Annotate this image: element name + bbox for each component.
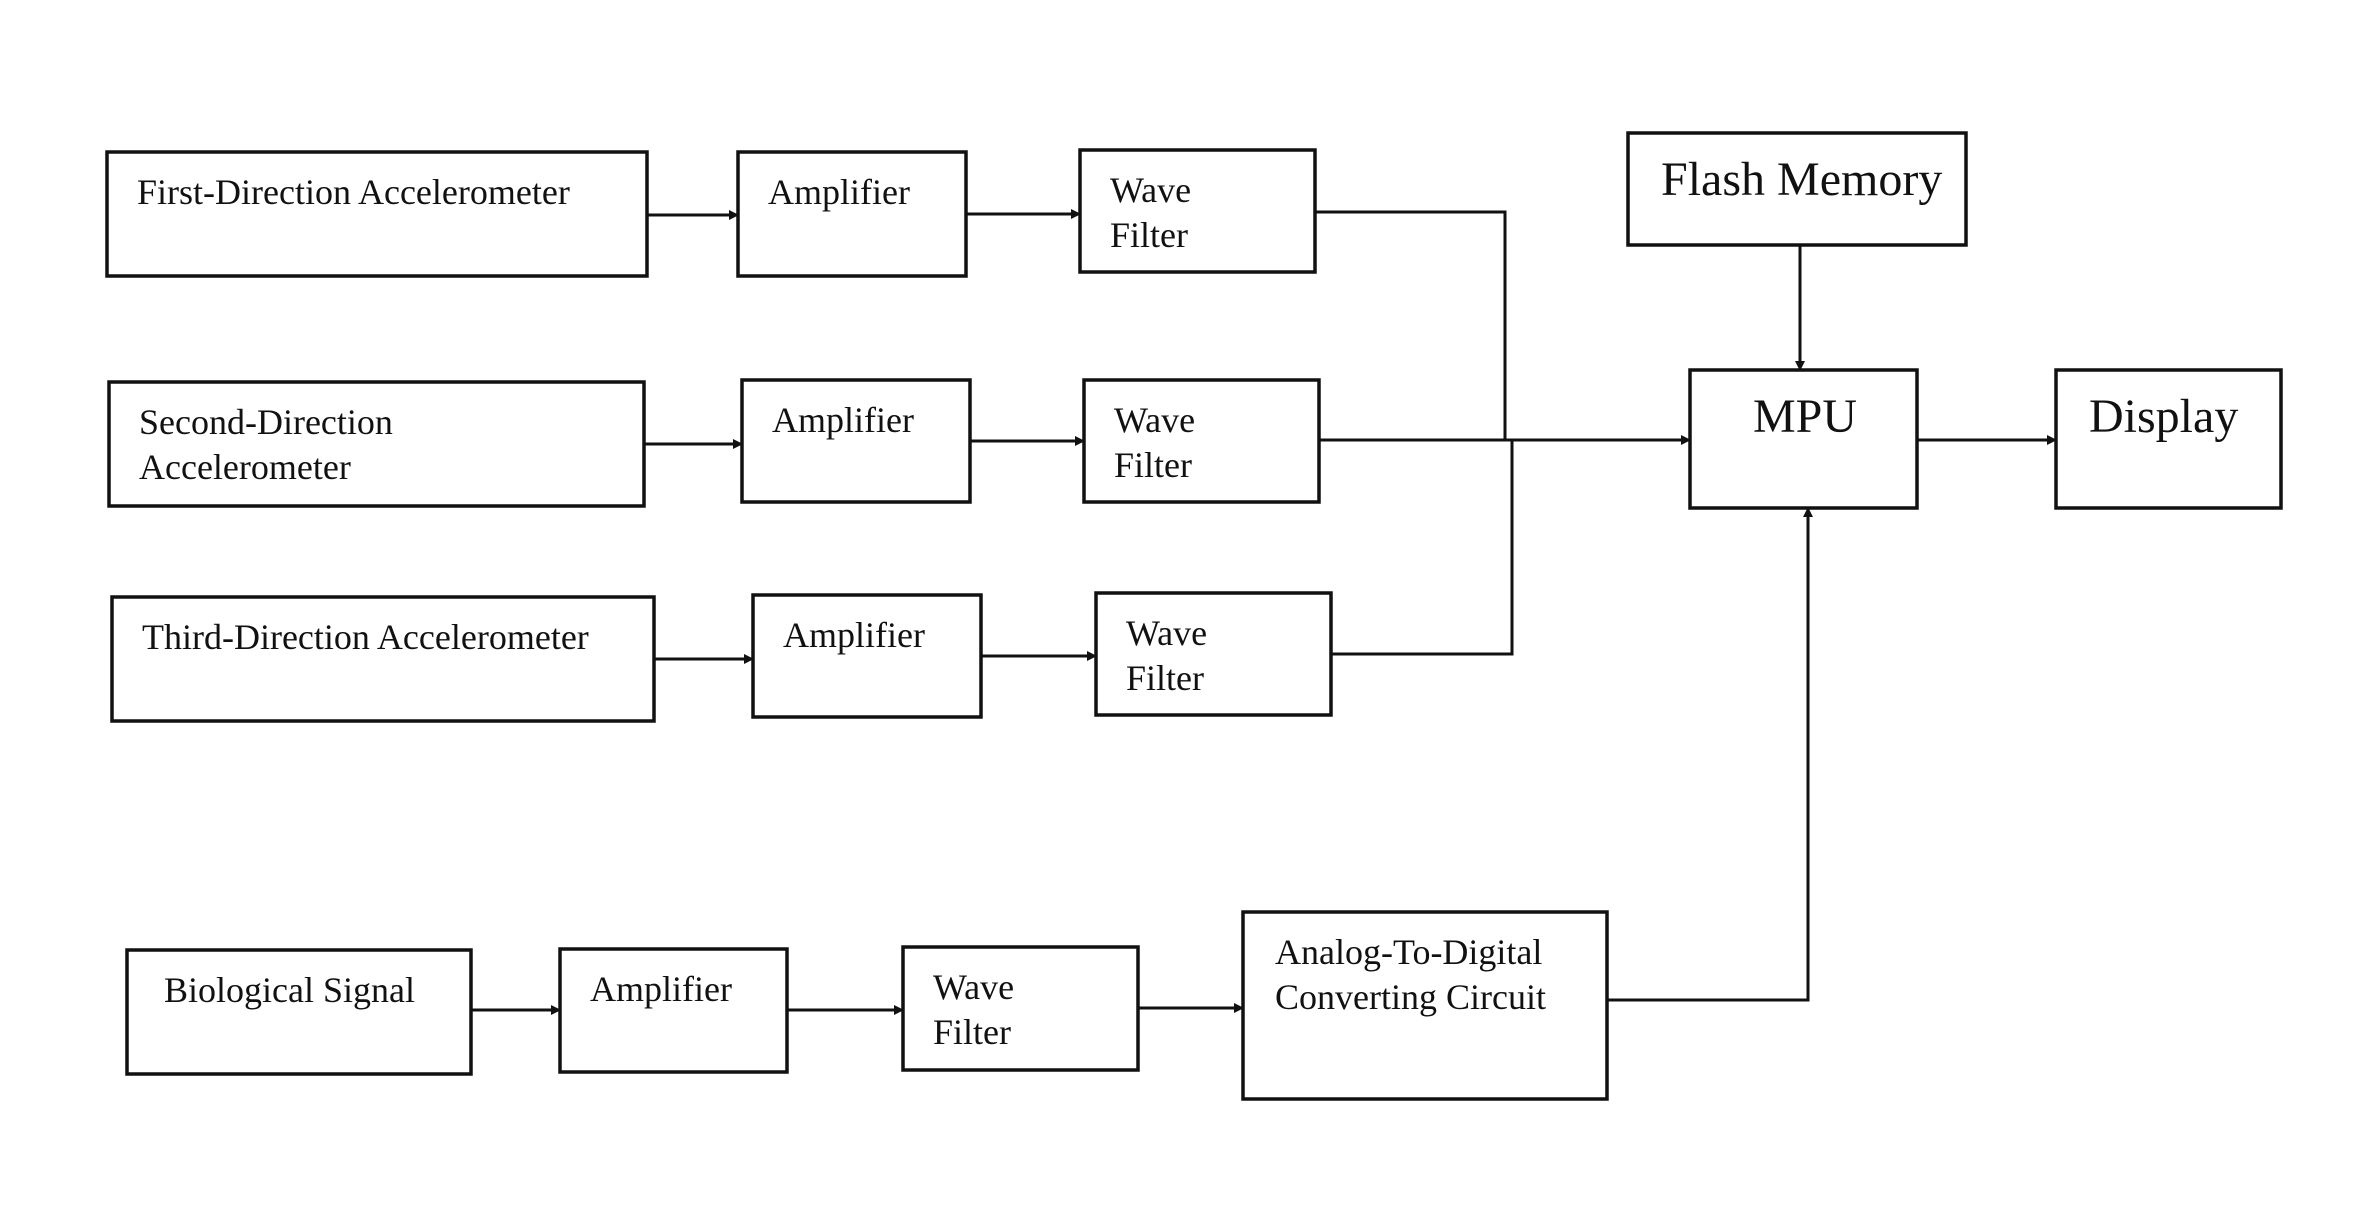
wave-filter-4-label-line-1: Wave bbox=[933, 967, 1014, 1007]
third-accelerometer-frame bbox=[112, 597, 654, 721]
first-accelerometer-box: First-Direction Accelerometer bbox=[107, 152, 647, 276]
arrow-adc-to-mpu bbox=[1607, 508, 1808, 1000]
amplifier-4-label: Amplifier bbox=[590, 969, 732, 1009]
wave-filter-3-box: WaveFilter bbox=[1096, 593, 1331, 715]
second-accelerometer-label-line-2: Accelerometer bbox=[139, 447, 351, 487]
wave-filter-1-box: WaveFilter bbox=[1080, 150, 1315, 272]
amplifier-2-label: Amplifier bbox=[772, 400, 914, 440]
biological-signal-frame bbox=[127, 950, 471, 1074]
display-box: Display bbox=[2056, 370, 2281, 508]
amplifier-4-box: Amplifier bbox=[560, 949, 787, 1072]
amplifier-2-frame bbox=[742, 380, 970, 502]
amplifier-3-label: Amplifier bbox=[783, 615, 925, 655]
biological-signal-label: Biological Signal bbox=[164, 970, 415, 1010]
amplifier-1-box: Amplifier bbox=[738, 152, 966, 276]
second-accelerometer-frame bbox=[109, 382, 644, 506]
second-accelerometer-label-line-1: Second-Direction bbox=[139, 402, 393, 442]
mpu-label: MPU bbox=[1753, 390, 1857, 443]
line-filter1-to-bus bbox=[1315, 212, 1505, 440]
flash-memory-box: Flash Memory bbox=[1628, 133, 1966, 245]
adc-label-line-1: Analog-To-Digital bbox=[1275, 932, 1542, 972]
wave-filter-4-box: WaveFilter bbox=[903, 947, 1138, 1070]
flash-memory-label: Flash Memory bbox=[1661, 153, 1942, 206]
wave-filter-3-label-line-1: Wave bbox=[1126, 613, 1207, 653]
wave-filter-4-label-line-2: Filter bbox=[933, 1012, 1011, 1052]
first-accelerometer-label: First-Direction Accelerometer bbox=[137, 172, 570, 212]
amplifier-2-box: Amplifier bbox=[742, 380, 970, 502]
wave-filter-1-label-line-2: Filter bbox=[1110, 215, 1188, 255]
adc-box: Analog-To-DigitalConverting Circuit bbox=[1243, 912, 1607, 1099]
first-accelerometer-frame bbox=[107, 152, 647, 276]
mpu-box: MPU bbox=[1690, 370, 1917, 508]
amplifier-3-frame bbox=[753, 595, 981, 717]
biological-signal-box: Biological Signal bbox=[127, 950, 471, 1074]
line-filter3-to-bus bbox=[1331, 440, 1512, 654]
amplifier-3-box: Amplifier bbox=[753, 595, 981, 717]
second-accelerometer-box: Second-DirectionAccelerometer bbox=[109, 382, 644, 506]
display-label: Display bbox=[2089, 390, 2238, 443]
adc-label-line-2: Converting Circuit bbox=[1275, 977, 1546, 1017]
wave-filter-2-box: WaveFilter bbox=[1084, 380, 1319, 502]
third-accelerometer-box: Third-Direction Accelerometer bbox=[112, 597, 654, 721]
amplifier-4-frame bbox=[560, 949, 787, 1072]
third-accelerometer-label: Third-Direction Accelerometer bbox=[142, 617, 589, 657]
wave-filter-3-label-line-2: Filter bbox=[1126, 658, 1204, 698]
blocks: First-Direction AccelerometerAmplifierWa… bbox=[107, 133, 2281, 1099]
wave-filter-2-label-line-2: Filter bbox=[1114, 445, 1192, 485]
wave-filter-1-label-line-1: Wave bbox=[1110, 170, 1191, 210]
amplifier-1-frame bbox=[738, 152, 966, 276]
wave-filter-2-label-line-1: Wave bbox=[1114, 400, 1195, 440]
amplifier-1-label: Amplifier bbox=[768, 172, 910, 212]
